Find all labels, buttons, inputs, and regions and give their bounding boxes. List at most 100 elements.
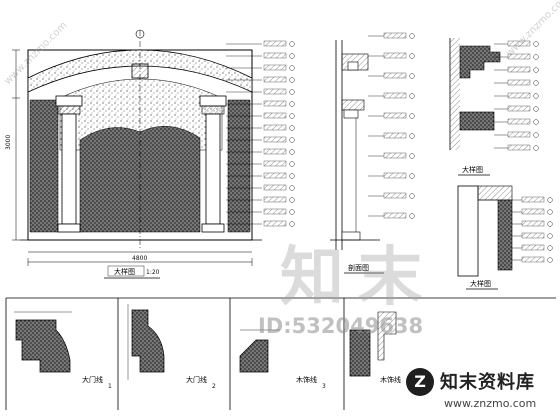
detail-a-leader-tag (507, 131, 531, 138)
elevation-leader-tag (263, 52, 287, 59)
detail-a-leader-tag (507, 92, 531, 99)
section-leader-tag (383, 72, 407, 79)
profile-2: 大门线 2 (127, 304, 216, 390)
elevation-scale: 1:20 (146, 269, 160, 276)
detail-b-title: 大样图 (470, 279, 491, 288)
section-leader-bubble (409, 153, 415, 159)
section-leader-tag (383, 112, 407, 119)
elevation-leader-tag (263, 40, 287, 47)
elevation-leader-bubble (289, 137, 295, 143)
elevation-leader-tag (263, 184, 287, 191)
section-leader-tag (383, 132, 407, 139)
elevation-leader-bubble (289, 185, 295, 191)
section-leader-tag (383, 212, 407, 219)
detail-a-leader-bubble (533, 145, 539, 151)
detail-a-leader-bubble (533, 54, 539, 60)
elevation-leader-bubble (289, 149, 295, 155)
elevation-leader-tag (263, 136, 287, 143)
column-right (199, 95, 227, 233)
profile-4: 木饰线 4 (349, 311, 410, 390)
detail-b-leader-bubble (547, 197, 553, 203)
section-leader-tag (383, 192, 407, 199)
profile-3: 木饰线 3 (239, 329, 326, 390)
elevation-leader-bubble (289, 113, 295, 119)
detail-b-leader-bubble (547, 233, 553, 239)
detail-b-leaders (512, 196, 553, 263)
elevation-leader-bubble (289, 125, 295, 131)
profile-2-title: 大门线 (186, 375, 207, 384)
detail-b-leader-tag (521, 232, 545, 239)
detail-a-leaders (494, 40, 539, 151)
detail-b-leader-bubble (547, 257, 553, 263)
detail-a-leader-tag (507, 66, 531, 73)
dim-width: 4800 (132, 255, 147, 262)
elevation-leader-bubble (289, 161, 295, 167)
detail-a-leader-bubble (533, 41, 539, 47)
profile-2-number: 2 (212, 383, 216, 390)
elevation-leader-bubble (289, 65, 295, 71)
elevation-title: 大样图 (114, 267, 135, 276)
section-leader-tag (383, 172, 407, 179)
elevation-leader-bubble (289, 209, 295, 215)
elevation-leader-tag (263, 208, 287, 215)
detail-b: 大样图 (457, 185, 553, 290)
detail-a-leader-bubble (533, 67, 539, 73)
detail-b-leader-tag (521, 196, 545, 203)
dim-height: 3000 (5, 135, 12, 150)
section-leaders (368, 32, 415, 219)
detail-a-leader-tag (507, 144, 531, 151)
elevation-leader-tag (263, 148, 287, 155)
detail-b-leader-tag (521, 256, 545, 263)
section-leader-bubble (409, 73, 415, 79)
section-leader-bubble (409, 173, 415, 179)
section-leader-bubble (409, 53, 415, 59)
detail-a-leader-bubble (533, 132, 539, 138)
section-leader-tag (383, 152, 407, 159)
profile-1-title: 大门线 (82, 375, 103, 384)
detail-a-leader-bubble (533, 93, 539, 99)
elevation-leader-bubble (289, 173, 295, 179)
detail-b-leader-tag (521, 208, 545, 215)
detail-a-leader-tag (507, 53, 531, 60)
section-title: 剖面图 (348, 263, 369, 272)
detail-a-leader-tag (507, 79, 531, 86)
elevation-leader-bubble (289, 89, 295, 95)
elevation-leader-tag (263, 64, 287, 71)
detail-a: 大样图 (449, 38, 539, 176)
section-view: 剖面图 (330, 32, 415, 274)
detail-a-leader-bubble (533, 80, 539, 86)
section-leader-tag (383, 52, 407, 59)
elevation-leader-tag (263, 112, 287, 119)
section-leader-tag (383, 32, 407, 39)
elevation-leader-tag (263, 76, 287, 83)
profile-1-number: 1 (108, 383, 112, 390)
profile-3-title: 木饰线 (296, 375, 317, 384)
detail-a-title: 大样图 (462, 165, 483, 174)
detail-b-leader-bubble (547, 221, 553, 227)
section-leader-tag (383, 92, 407, 99)
elevation-leader-bubble (289, 101, 295, 107)
profile-strip: 大门线 1 大门线 2 木饰线 3 木饰线 4 (5, 297, 556, 410)
column-left (55, 95, 83, 233)
elevation-leader-bubble (289, 197, 295, 203)
detail-a-leader-bubble (533, 106, 539, 112)
elevation-view: 3000 4800 大样图 1:20 (5, 29, 295, 279)
section-leader-bubble (409, 193, 415, 199)
section-leader-bubble (409, 93, 415, 99)
detail-a-leader-tag (507, 40, 531, 47)
profile-4-title: 木饰线 (380, 375, 401, 384)
section-leader-bubble (409, 213, 415, 219)
elevation-leader-tag (263, 100, 287, 107)
elevation-leader-tag (263, 124, 287, 131)
elevation-leader-tag (263, 220, 287, 227)
elevation-leader-tag (263, 196, 287, 203)
elevation-leader-bubble (289, 77, 295, 83)
detail-b-leader-tag (521, 220, 545, 227)
section-leader-bubble (409, 113, 415, 119)
elevation-leader-bubble (289, 53, 295, 59)
elevation-leaders (226, 40, 295, 227)
detail-a-leader-tag (507, 118, 531, 125)
detail-b-leader-bubble (547, 209, 553, 215)
detail-a-leader-bubble (533, 119, 539, 125)
